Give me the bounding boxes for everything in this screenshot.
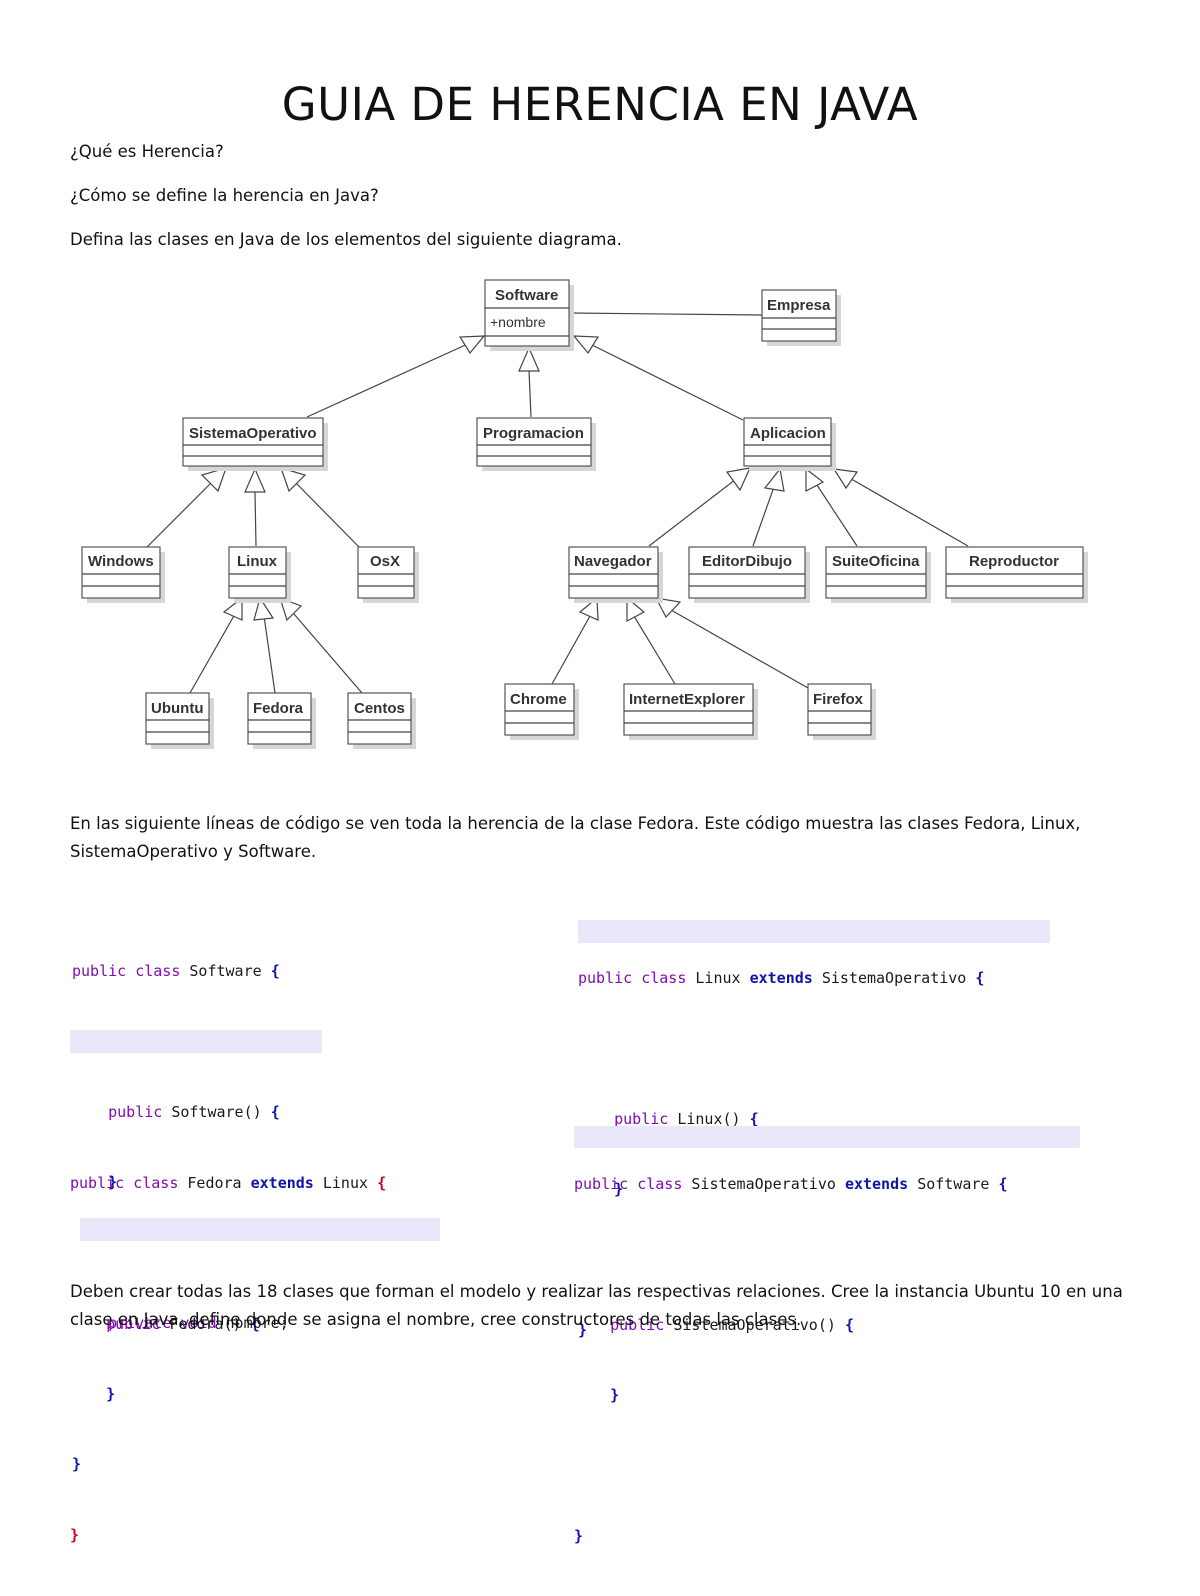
arrowhead-linux-fedora (253, 596, 275, 621)
assignment-paragraph: Deben crear todas las 18 clases que form… (70, 1282, 1123, 1329)
class-name-aplicacion: Aplicacion (750, 425, 826, 442)
code-block-sistema-operativo: public class SistemaOperativo extends So… (574, 1102, 1080, 1596)
arrowhead-so-software (458, 335, 486, 355)
gen-chrome-navegador (551, 615, 591, 685)
class-osx: OsX (357, 546, 419, 603)
class-windows: Windows (81, 546, 165, 603)
code-intro-paragraph: En las siguiente líneas de código se ven… (70, 814, 1081, 861)
question-how-inheritance-defined: ¿Cómo se define la herencia en Java? (70, 186, 379, 205)
arrowhead-prog-software (518, 346, 540, 372)
code-highlight-line (80, 1218, 440, 1241)
gen-navegador-app (648, 475, 741, 547)
class-name-linux: Linux (237, 553, 278, 570)
class-aplicacion: Aplicacion (743, 417, 836, 471)
gen-ie-navegador (633, 615, 676, 685)
arrowhead-nav-chrome (578, 596, 599, 621)
gen-app-software (589, 343, 744, 421)
uml-class-diagram: Software +nombre Empresa SistemaOperativ… (81, 279, 1088, 749)
code-block-software: public class Software { public Software(… (70, 889, 322, 1524)
diagram-connectors (145, 312, 969, 694)
code-block-fedora: public class Fedora extends Linux { publ… (70, 1101, 440, 1595)
arrowhead-so-osx (280, 467, 307, 493)
assoc-software-empresa (569, 312, 763, 316)
gen-reproductor-app (845, 475, 969, 547)
gen-centos-linux (293, 613, 363, 694)
arrowhead-so-linux (244, 467, 266, 493)
class-centos: Centos (347, 692, 416, 749)
gen-prog-software (528, 370, 532, 418)
page-title: GUIA DE HERENCIA EN JAVA (281, 78, 919, 131)
gen-linux-so (254, 491, 257, 547)
arrowhead-app-software (572, 335, 600, 355)
class-software: Software +nombre (484, 279, 574, 351)
arrowhead-app-editor (763, 467, 785, 492)
gen-editor-app (752, 483, 776, 547)
diagram-arrowheads (200, 335, 859, 622)
code-highlight-line (70, 1030, 322, 1053)
gen-windows-so (145, 479, 215, 549)
class-name-internet-explorer: InternetExplorer (629, 691, 745, 708)
class-name-centos: Centos (354, 700, 405, 717)
class-reproductor: Reproductor (945, 546, 1088, 603)
class-name-editor-dibujo: EditorDibujo (702, 553, 792, 570)
arrowhead-so-windows (200, 467, 227, 493)
document-page: GUIA DE HERENCIA EN JAVA ¿Qué es Herenci… (70, 78, 1123, 1545)
class-programacion: Programacion (476, 417, 596, 471)
gen-fedora-linux (263, 615, 276, 694)
class-sistema-operativo: SistemaOperativo (182, 417, 328, 471)
gen-so-software (306, 341, 473, 418)
class-suite-oficina: SuiteOficina (825, 546, 931, 603)
arrowhead-app-navegador (725, 467, 752, 492)
class-ubuntu: Ubuntu (145, 692, 214, 749)
class-name-sistema-operativo: SistemaOperativo (189, 425, 317, 442)
class-name-firefox: Firefox (813, 691, 864, 708)
class-name-software: Software (495, 287, 558, 304)
class-name-empresa: Empresa (767, 297, 831, 314)
gen-osx-so (292, 479, 361, 549)
gen-firefox-navegador (670, 609, 809, 689)
class-navegador: Navegador (568, 546, 663, 603)
arrowhead-nav-ie (626, 596, 646, 622)
class-editor-dibujo: EditorDibujo (688, 546, 810, 603)
class-name-programacion: Programacion (483, 425, 584, 442)
code-highlight-line (574, 1126, 1080, 1148)
class-empresa: Empresa (761, 289, 841, 346)
class-name-fedora: Fedora (253, 700, 304, 717)
question-what-is-inheritance: ¿Qué es Herencia? (70, 142, 224, 161)
arrowhead-app-reproductor (832, 468, 859, 490)
class-name-navegador: Navegador (574, 553, 652, 570)
class-attr-nombre: +nombre (490, 314, 546, 330)
arrowhead-linux-ubuntu (222, 596, 243, 621)
class-firefox: Firefox (807, 683, 876, 740)
class-name-suite-oficina: SuiteOficina (832, 553, 920, 570)
arrowhead-app-suite (805, 467, 825, 492)
class-name-chrome: Chrome (510, 691, 567, 708)
code-block-linux: public class Linux extends SistemaOperat… (578, 896, 1050, 1390)
class-name-windows: Windows (88, 553, 154, 570)
gen-ubuntu-linux (189, 613, 236, 694)
code-highlight-line (578, 920, 1050, 943)
gen-suite-app (814, 481, 858, 547)
class-chrome: Chrome (504, 683, 579, 740)
class-name-osx: OsX (370, 553, 400, 570)
instruction-define-classes: Defina las clases en Java de los element… (70, 230, 622, 249)
class-internet-explorer: InternetExplorer (623, 683, 758, 740)
class-name-reproductor: Reproductor (969, 553, 1059, 570)
class-name-ubuntu: Ubuntu (151, 700, 203, 717)
class-linux: Linux (228, 546, 291, 603)
class-fedora: Fedora (247, 692, 316, 749)
